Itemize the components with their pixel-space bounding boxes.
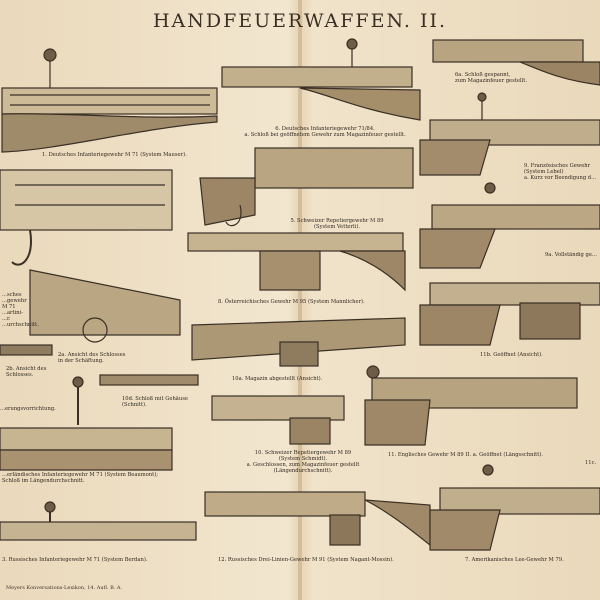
fig-11b-lee-metford-open bbox=[419, 282, 600, 346]
caption-fig-4-beaumont: ...erländisches Infanteriegewehr M 71 (S… bbox=[2, 472, 158, 484]
caption-fig-11b: 11b. Geöffnet (Ansicht). bbox=[480, 352, 543, 358]
fig-11-lee-metford bbox=[364, 365, 578, 446]
fig-8-mannlicher bbox=[187, 232, 406, 292]
caption-fig-6a: 6a. Schloß gespannt, zum Magazinfeuer ge… bbox=[455, 72, 527, 84]
caption-fig-3: 3. Russisches Infanteriegewehr M 71 (Sys… bbox=[2, 557, 148, 563]
plate-title: HANDFEUERWAFFEN. II. bbox=[152, 10, 448, 32]
fig-4-beaumont-lock bbox=[0, 376, 173, 471]
fig-3-berdan-action bbox=[0, 501, 197, 541]
caption-fig-6: 6. Deutsches Infanteriegewehr 71/84. a. … bbox=[244, 126, 406, 138]
fig-1-mauser-action bbox=[1, 48, 218, 153]
footer-publisher: Meyers Konversations-Lexikon, 14. Aufl. … bbox=[6, 585, 123, 591]
caption-fig-7: 7. Amerikanisches Lee-Gewehr M 79. bbox=[465, 557, 564, 563]
caption-fig-11c: 11c. bbox=[585, 460, 597, 466]
fig-6-mauser-7184 bbox=[221, 38, 421, 121]
caption-fig-8: 8. Österreichisches Gewehr M 95 (System … bbox=[218, 299, 365, 305]
fig-7-lee-m79 bbox=[429, 464, 600, 551]
fig-6a-lock-cocked bbox=[432, 39, 600, 86]
caption-fig-10a: 10a. Magazin abgestellt (Ansicht). bbox=[232, 376, 323, 382]
page-fold bbox=[298, 0, 302, 600]
fig-9a-lebel-open bbox=[419, 182, 600, 269]
fig-2-martini-cutaway bbox=[0, 169, 173, 266]
fig-10a-magazine bbox=[191, 317, 406, 367]
fig-5-vetterli bbox=[199, 147, 414, 227]
caption-fig-11: 11. Englisches Gewehr M 89 II. a. Geöffn… bbox=[388, 452, 543, 458]
caption-fig-12: 12. Russisches Drei-Linien-Gewehr M 91 (… bbox=[218, 557, 394, 563]
caption-fig-9: 9. Französisches Gewehr (System Lebel) a… bbox=[524, 163, 597, 181]
caption-fig-10: 10. Schweizer Repetiergewehr M 89 (Syste… bbox=[246, 450, 360, 474]
fig-10d-lock-housing bbox=[99, 374, 199, 386]
caption-fig-2a: 2a. Ansicht des Schlosses in der Schäftu… bbox=[58, 352, 126, 364]
caption-fig-1: 1. Deutsches Infanteriegewehr M 71 (Syst… bbox=[42, 152, 187, 158]
caption-fig-10d: 10d. Schloß mit Gehäuse (Schnitt). bbox=[122, 396, 188, 408]
fig-10-schmidt bbox=[211, 395, 345, 445]
caption-safety-device: ...erungsvorrichtung. bbox=[0, 406, 56, 412]
fig-9-lebel bbox=[419, 92, 600, 176]
caption-fig-9a: 9a. Vollständig ge... bbox=[545, 252, 597, 258]
fig-12-mosin-nagant bbox=[204, 491, 431, 547]
caption-fig-2: ...sches ...gewehr M 71 ...artini- ...r.… bbox=[2, 292, 39, 328]
caption-fig-5: 5. Schweizer Repetiergewehr M 89 (System… bbox=[290, 218, 384, 230]
fig-2b-lock bbox=[0, 344, 53, 356]
caption-fig-2b: 2b. Ansicht des Schlosses. bbox=[6, 366, 47, 378]
fig-2a-lock-in-stock bbox=[29, 269, 181, 343]
